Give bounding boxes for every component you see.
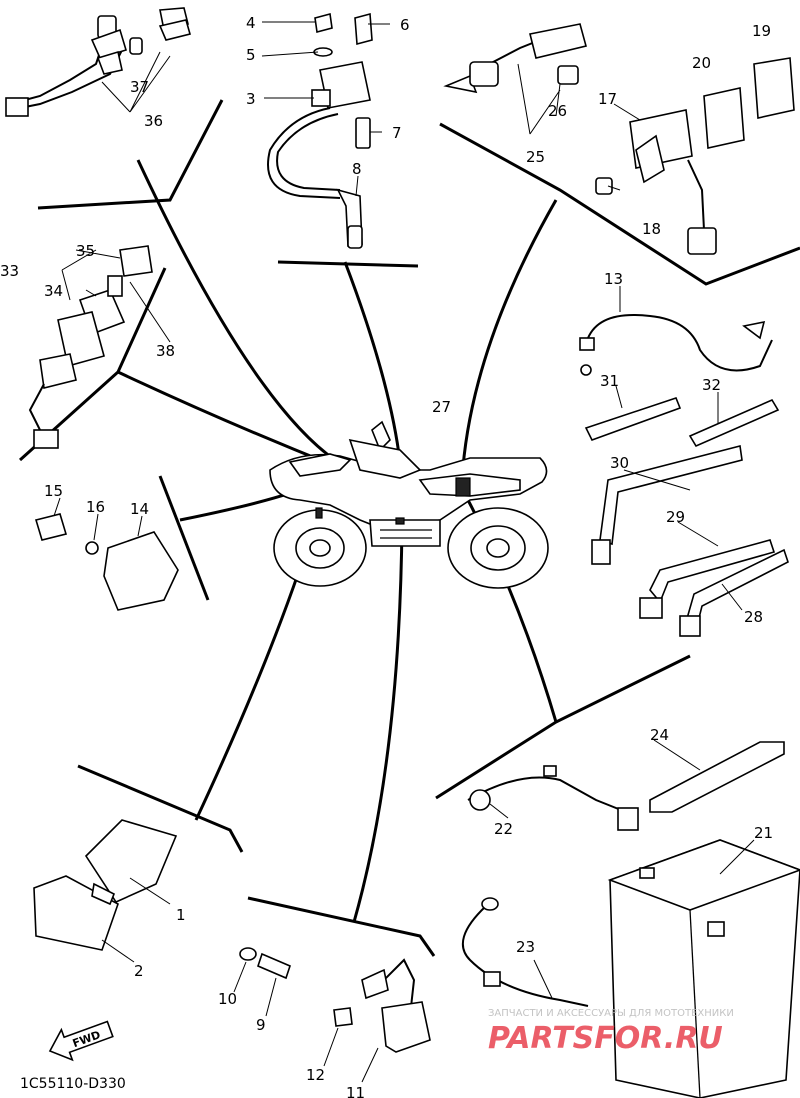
callout-21: 21 — [754, 824, 773, 842]
callout-28: 28 — [744, 608, 763, 626]
callout-6: 6 — [400, 16, 410, 34]
callout-7: 7 — [392, 124, 402, 142]
callout-33: 33 — [0, 262, 19, 280]
callout-10: 10 — [218, 990, 237, 1008]
callout-32: 32 — [702, 376, 721, 394]
part-17-20-relays — [595, 57, 795, 255]
callout-8: 8 — [352, 160, 362, 178]
partsfor-watermark: ЗАПЧАСТИ И АКСЕССУАРЫ ДЛЯ МОТОТЕХНИКИ PA… — [488, 1008, 734, 1056]
callout-35: 35 — [76, 242, 95, 260]
callout-3: 3 — [246, 90, 256, 108]
callout-26: 26 — [548, 102, 567, 120]
part-9-12-starter-relay — [239, 947, 431, 1053]
callout-31: 31 — [600, 372, 619, 390]
part-3-8-ignition-coil — [267, 12, 373, 249]
callout-36: 36 — [144, 112, 163, 130]
watermark-brand: PARTSFOR.RU — [488, 1021, 723, 1056]
callout-11: 11 — [346, 1084, 365, 1098]
part-25-26-sensor — [443, 23, 587, 94]
part-1-2-cdi-unit — [33, 819, 178, 951]
callout-15: 15 — [44, 482, 63, 500]
callout-20: 20 — [692, 54, 711, 72]
callout-2: 2 — [134, 962, 144, 980]
callout-25: 25 — [526, 148, 545, 166]
callout-1: 1 — [176, 906, 186, 924]
callout-30: 30 — [610, 454, 629, 472]
callout-5: 5 — [246, 46, 256, 64]
callout-9: 9 — [256, 1016, 266, 1034]
watermark-tagline: ЗАПЧАСТИ И АКСЕССУАРЫ ДЛЯ МОТОТЕХНИКИ — [488, 1008, 734, 1019]
callout-leaders — [53, 21, 755, 1083]
part-13-lead-wire — [579, 314, 773, 376]
callout-16: 16 — [86, 498, 105, 516]
callout-37: 37 — [130, 78, 149, 96]
drawing-code: 1C55110-D330 — [20, 1076, 126, 1092]
callout-17: 17 — [598, 90, 617, 108]
part-14-16-regulator — [34, 513, 179, 611]
callout-13: 13 — [604, 270, 623, 288]
callout-4: 4 — [246, 14, 256, 32]
atv-vehicle — [269, 420, 549, 589]
part-21-24-battery — [461, 741, 800, 1098]
callout-22: 22 — [494, 820, 513, 838]
callout-14: 14 — [130, 500, 149, 518]
part-28-32-cable-ties — [584, 397, 789, 637]
part-33-38-switch — [28, 245, 153, 449]
callout-38: 38 — [156, 342, 175, 360]
callout-29: 29 — [666, 508, 685, 526]
callout-numbers: 1 2 3 4 5 6 7 8 9 10 11 12 13 14 15 16 1… — [0, 14, 773, 1098]
callout-18: 18 — [642, 220, 661, 238]
callout-12: 12 — [306, 1066, 325, 1084]
callout-27: 27 — [432, 398, 451, 416]
callout-23: 23 — [516, 938, 535, 956]
forward-direction-arrow: FWD — [48, 1020, 114, 1062]
callout-19: 19 — [752, 22, 771, 40]
callout-34: 34 — [44, 282, 63, 300]
part-36-37-lead-wire — [5, 7, 191, 117]
callout-24: 24 — [650, 726, 669, 744]
